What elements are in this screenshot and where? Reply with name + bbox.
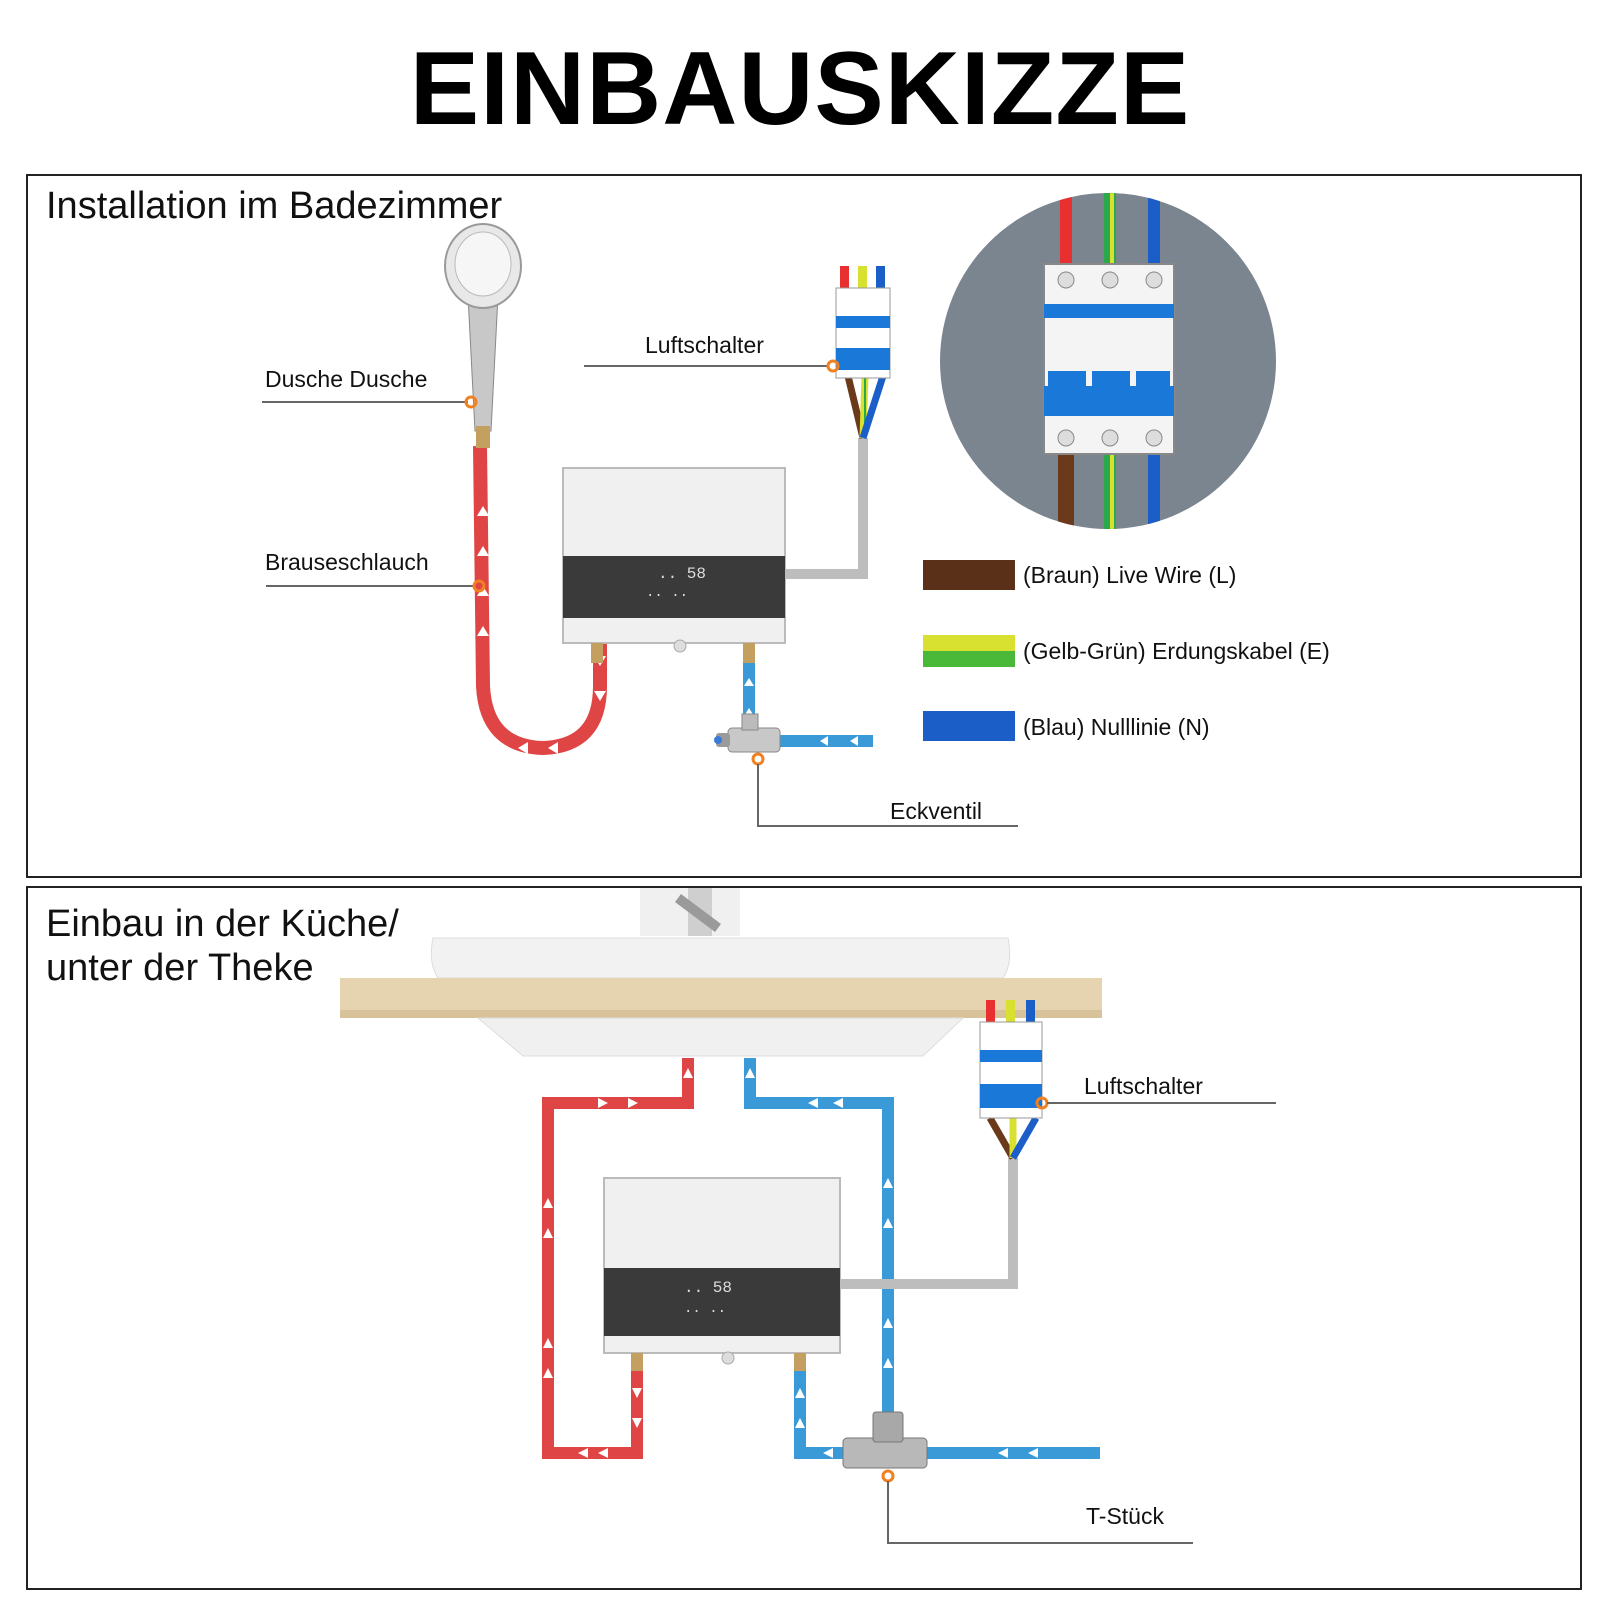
kitchen-panel: .. 58 .. .. Einbau in der Küche/ unter d… <box>26 886 1582 1590</box>
kitchen-heading-line2: unter der Theke <box>46 947 314 989</box>
circuit-breaker-icon <box>979 1000 1043 1160</box>
breaker-leader <box>584 359 840 373</box>
tee-label: T-Stück <box>1086 1503 1164 1529</box>
legend-swatch-neutral <box>923 711 1015 741</box>
bathroom-panel: .. 58 .. .. <box>26 174 1582 878</box>
power-cable <box>840 1158 1018 1289</box>
kitchen-diagram: .. 58 .. .. <box>340 888 1276 1544</box>
hot-water-pipe <box>542 1058 694 1459</box>
legend-live-text: (Braun) Live Wire (L) <box>1023 562 1237 588</box>
breaker-closeup <box>940 193 1276 529</box>
svg-text:.. 58: .. 58 <box>658 565 706 583</box>
valve-label: Eckventil <box>890 798 983 824</box>
sink-icon <box>340 937 1102 1057</box>
legend-neutral-text: (Blau) Nulllinie (N) <box>1023 714 1210 740</box>
svg-text:.. 58: .. 58 <box>684 1279 732 1297</box>
hose-label: Brauseschlauch <box>265 549 429 575</box>
cold-water-pipe <box>744 1058 1100 1459</box>
breaker-label: Luftschalter <box>645 332 764 358</box>
shower-label: Dusche Dusche <box>265 366 428 392</box>
bathroom-diagram: .. 58 .. .. <box>262 193 1276 827</box>
faucet-icon <box>640 888 740 936</box>
legend-swatch-live <box>923 560 1015 590</box>
breaker-label: Luftschalter <box>1084 1073 1203 1099</box>
power-cable <box>785 438 868 579</box>
page-title: EINBAUSKIZZE <box>409 31 1191 147</box>
water-heater-icon: .. 58 .. .. <box>562 467 786 663</box>
kitchen-heading: Einbau in der Küche/ unter der Theke <box>46 902 399 990</box>
hose-leader <box>266 579 486 593</box>
valve-leader <box>751 752 1018 827</box>
angle-valve-icon <box>714 713 781 753</box>
svg-text:.. ..: .. .. <box>684 1301 726 1317</box>
tee-leader <box>881 1469 1193 1544</box>
circuit-breaker-icon <box>835 266 891 440</box>
tee-fitting-icon <box>842 1411 928 1469</box>
shower-head-icon <box>444 223 522 448</box>
svg-text:.. ..: .. .. <box>646 585 688 601</box>
breaker-leader <box>1035 1096 1276 1110</box>
shower-leader <box>262 395 478 409</box>
water-heater-icon: .. 58 .. .. <box>603 1177 841 1371</box>
kitchen-heading-line1: Einbau in der Küche/ <box>46 903 399 945</box>
bathroom-heading: Installation im Badezimmer <box>46 185 503 227</box>
legend-earth-text: (Gelb-Grün) Erdungskabel (E) <box>1023 638 1330 664</box>
